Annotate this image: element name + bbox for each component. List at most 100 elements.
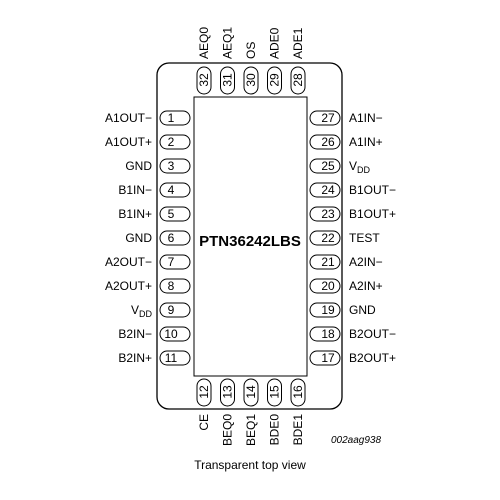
pin-pad <box>309 302 341 318</box>
pin-label-gnd: GND <box>349 303 376 317</box>
pin-number: 13 <box>221 385 235 399</box>
pin-24: 24 B1OUT− <box>309 182 396 198</box>
pins-layer: 1A1OUT−2A1OUT+3GND4B1IN−5B1IN+6GND7A2OUT… <box>105 27 396 446</box>
pin-label-b2out-plus: B2OUT+ <box>349 351 396 365</box>
pin-number: 16 <box>291 385 305 399</box>
pin-number: 22 <box>321 231 335 245</box>
pin-31: 31 AEQ1 <box>220 27 235 95</box>
pin-4: 4 B1IN− <box>118 182 191 198</box>
pin-label-beq0: BEQ0 <box>221 414 235 446</box>
pin-number: 27 <box>321 111 335 125</box>
pin-label-b1out-minus: B1OUT− <box>349 183 396 197</box>
pin-label-b2in-minus: B2IN− <box>118 327 152 341</box>
die-area <box>193 96 308 377</box>
pin-label-bde1: BDE1 <box>291 414 305 446</box>
pin-pad <box>159 278 191 294</box>
pin-pad <box>159 206 191 222</box>
pin-number: 15 <box>268 385 282 399</box>
pin-pad <box>309 230 341 246</box>
part-name: PTN36242LBS <box>199 233 301 250</box>
pin-label-vdd: VDD <box>349 159 371 175</box>
pin-number: 5 <box>168 207 175 221</box>
pin-label-beq1: BEQ1 <box>244 414 258 446</box>
pin-label-ce: CE <box>197 414 211 431</box>
pin-number: 20 <box>321 279 335 293</box>
pin-18: 18 B2OUT− <box>309 326 396 342</box>
pin-pad <box>159 302 191 318</box>
pin-pad <box>159 134 191 150</box>
view-caption: Transparent top view <box>194 458 306 472</box>
pin-2: 2 A1OUT+ <box>105 134 191 150</box>
pin-label-b1in-minus: B1IN− <box>118 183 152 197</box>
pin-number: 9 <box>168 303 175 317</box>
pin-number: 26 <box>321 135 335 149</box>
pin-1: 1 A1OUT− <box>105 110 191 126</box>
pin-label-aeq0: AEQ0 <box>197 27 211 59</box>
pin-number: 30 <box>244 73 258 87</box>
pin-label-b2out-minus: B2OUT− <box>349 327 396 341</box>
pin-number: 19 <box>321 303 335 317</box>
pin-pad <box>290 378 306 407</box>
pin-pad <box>267 66 282 95</box>
pin-number: 11 <box>165 351 178 365</box>
pin-number: 17 <box>321 351 335 365</box>
pin-number: 3 <box>168 159 175 173</box>
pin-label-a1out-plus: A1OUT+ <box>105 135 152 149</box>
pin-pad <box>309 254 341 270</box>
pin-pad <box>290 66 306 95</box>
pin-label-gnd: GND <box>125 159 152 173</box>
pin-pad <box>309 110 341 126</box>
pin-number: 25 <box>321 159 335 173</box>
pin-22: 22 TEST <box>309 230 380 246</box>
document-id: 002aag938 <box>331 435 381 446</box>
pin-pad <box>309 182 341 198</box>
pin-number: 31 <box>221 73 235 87</box>
pin-number: 7 <box>168 255 175 269</box>
pin-number: 4 <box>168 183 175 197</box>
pin-pad <box>159 158 191 174</box>
pin-pad <box>220 378 235 407</box>
pin-label-a1out-minus: A1OUT− <box>105 111 152 125</box>
pin-number: 18 <box>321 327 335 341</box>
pin-pad <box>159 326 191 342</box>
pin-number: 24 <box>321 183 335 197</box>
pin-20: 20 A2IN+ <box>309 278 383 294</box>
pin-number: 8 <box>168 279 175 293</box>
pin-pad <box>159 230 191 246</box>
pin-number: 29 <box>268 73 282 87</box>
pin-pad <box>196 378 212 407</box>
pin-3: 3 GND <box>125 158 191 174</box>
pin-label-a2in-minus: A2IN− <box>349 255 383 269</box>
pin-label-gnd: GND <box>125 231 152 245</box>
pin-label-bde0: BDE0 <box>268 414 282 446</box>
pin-number: 23 <box>321 207 335 221</box>
pin-number: 14 <box>244 385 258 399</box>
pin-number: 2 <box>168 135 175 149</box>
pin-label-ade1: ADE1 <box>291 27 305 59</box>
pin-19: 19 GND <box>309 302 376 318</box>
pin-label-aeq1: AEQ1 <box>221 27 235 59</box>
pin-label-a1in-minus: A1IN− <box>349 111 383 125</box>
pin-pad <box>309 134 341 150</box>
pin-number: 1 <box>168 111 175 125</box>
pin-label-a2in-plus: A2IN+ <box>349 279 383 293</box>
pin-pad <box>159 350 191 366</box>
pin-number: 10 <box>164 327 178 341</box>
pin-label-test: TEST <box>349 231 380 245</box>
